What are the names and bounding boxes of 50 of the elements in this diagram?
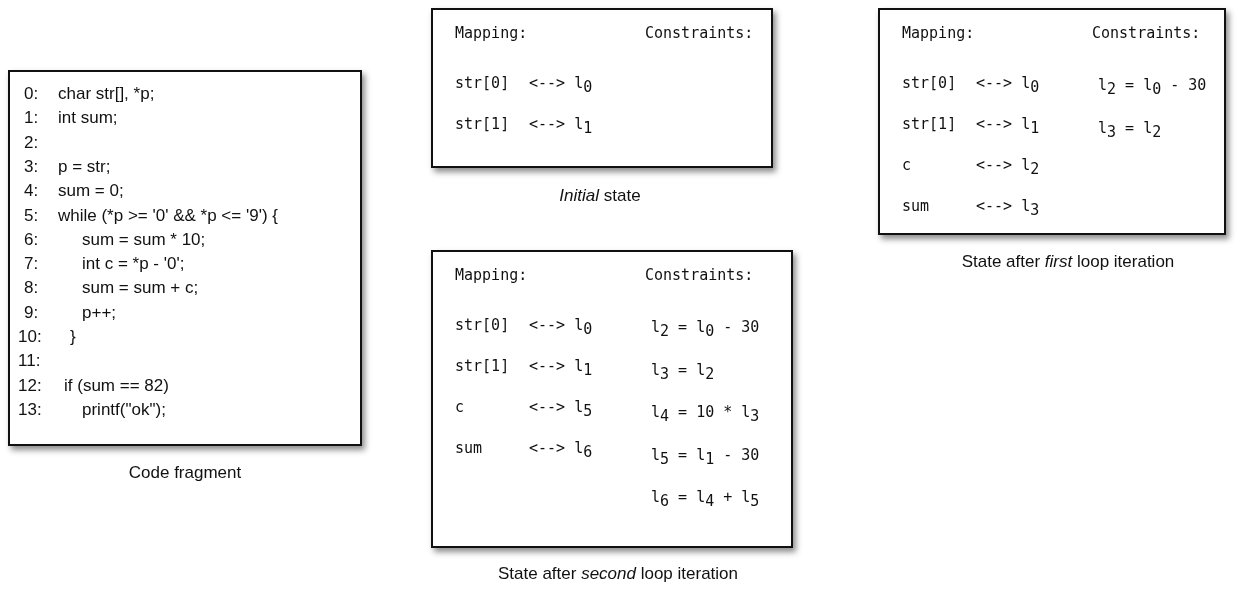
variable-name: str[0] bbox=[455, 74, 510, 92]
line-number: 9: bbox=[24, 302, 39, 323]
variable-name: str[1] bbox=[455, 115, 510, 133]
section-heading: Mapping: bbox=[455, 24, 528, 42]
variable-name: str[0] bbox=[902, 74, 957, 92]
variable-name: sum bbox=[455, 439, 483, 457]
state-panel bbox=[431, 8, 773, 168]
section-heading: Constraints: bbox=[1092, 24, 1201, 42]
line-number: 11: bbox=[18, 351, 41, 372]
line-number: 3: bbox=[24, 156, 39, 177]
code-line: if (sum == 82) bbox=[64, 375, 169, 396]
section-heading: Mapping: bbox=[902, 24, 975, 42]
code-line: printf("ok"); bbox=[82, 399, 166, 420]
panel-caption: State after second loop iteration bbox=[497, 564, 739, 584]
line-number: 5: bbox=[24, 205, 39, 226]
code-line: p = str; bbox=[58, 156, 111, 177]
code-line: sum = 0; bbox=[58, 181, 124, 202]
variable-name: str[1] bbox=[455, 357, 510, 375]
code-line: sum = sum * 10; bbox=[82, 229, 206, 250]
line-number: 4: bbox=[24, 181, 39, 202]
variable-name: str[1] bbox=[902, 115, 957, 133]
line-number: 7: bbox=[24, 254, 39, 275]
code-line: sum = sum + c; bbox=[82, 278, 199, 299]
panel-caption: Initial state bbox=[559, 186, 641, 206]
code-line: p++; bbox=[82, 302, 117, 323]
code-line: char str[], *p; bbox=[58, 84, 155, 104]
line-number: 6: bbox=[24, 229, 39, 250]
code-line: } bbox=[70, 327, 76, 347]
section-heading: Mapping: bbox=[455, 266, 528, 284]
variable-name: c bbox=[455, 398, 465, 416]
line-number: 13: bbox=[18, 399, 42, 420]
line-number: 10: bbox=[18, 327, 42, 347]
line-number: 0: bbox=[24, 84, 39, 104]
panel-caption: Code fragment bbox=[128, 463, 242, 483]
variable-name: sum bbox=[902, 197, 930, 215]
section-heading: Constraints: bbox=[645, 24, 754, 42]
variable-name: c bbox=[902, 156, 912, 174]
line-number: 1: bbox=[24, 108, 39, 129]
panel-caption: State after first loop iteration bbox=[961, 252, 1175, 272]
state-panel bbox=[431, 250, 793, 548]
code-line: int c = *p - '0'; bbox=[82, 254, 185, 275]
code-line: int sum; bbox=[58, 108, 118, 129]
code-line: while (*p >= '0' && *p <= '9') { bbox=[58, 205, 278, 226]
line-number: 8: bbox=[24, 278, 39, 299]
state-panel bbox=[878, 8, 1226, 235]
code-panel bbox=[8, 70, 362, 446]
variable-name: str[0] bbox=[455, 316, 510, 334]
line-number: 12: bbox=[18, 375, 42, 396]
line-number: 2: bbox=[24, 132, 39, 153]
section-heading: Constraints: bbox=[645, 266, 754, 284]
